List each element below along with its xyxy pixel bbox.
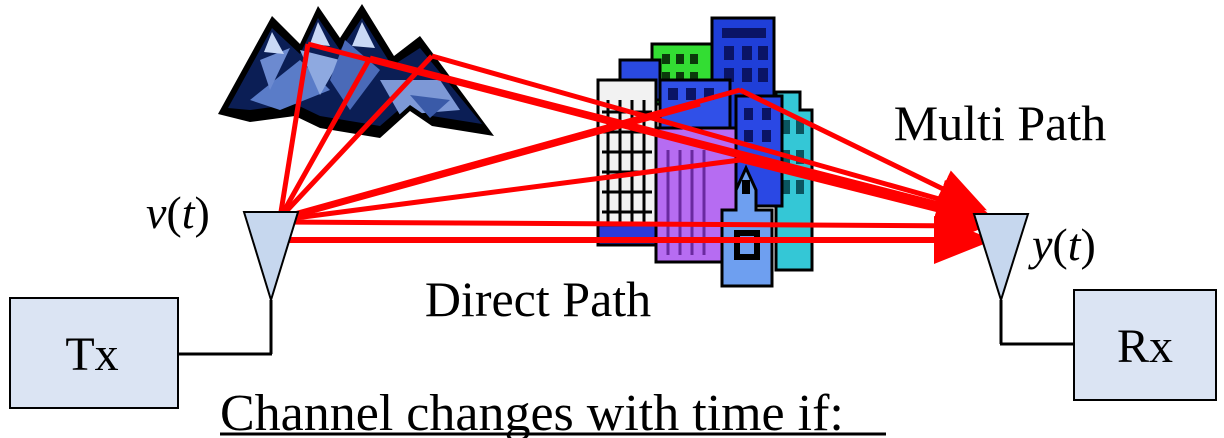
mountain-clipart-icon bbox=[218, 4, 494, 138]
ray-tx-to-mountain-2 bbox=[277, 56, 373, 220]
rx-box: Rx bbox=[1073, 289, 1217, 401]
tx-signal-arg: t bbox=[182, 187, 196, 238]
ray-tx-to-mountain-3 bbox=[278, 54, 434, 220]
tx-signal-label: v(t) bbox=[146, 187, 210, 238]
multipath-rays bbox=[277, 41, 988, 246]
rx-signal-var: y bbox=[1028, 219, 1053, 270]
rx-label: Rx bbox=[1117, 320, 1173, 373]
ray-tx-to-building-3 bbox=[279, 157, 741, 223]
rx-signal-label: y(t) bbox=[1028, 219, 1096, 270]
tx-signal-var: v bbox=[146, 187, 167, 238]
ray-tx-to-building-2 bbox=[279, 101, 701, 223]
ray-tx-to-rx-low bbox=[281, 205, 988, 246]
ray-mountain-to-rx-2 bbox=[369, 55, 988, 224]
multi-path-label: Multi Path bbox=[894, 95, 1107, 151]
tx-label: Tx bbox=[65, 328, 118, 381]
rx-antenna-icon bbox=[972, 213, 1074, 346]
tx-box: Tx bbox=[9, 297, 179, 409]
tx-antenna-icon bbox=[178, 211, 300, 356]
ray-mountain-to-rx-3 bbox=[431, 53, 988, 219]
caption-text: Channel changes with time if: bbox=[220, 385, 844, 438]
direct-path-label: Direct Path bbox=[425, 271, 651, 327]
ray-building-to-rx-1 bbox=[738, 87, 987, 211]
ray-tx-to-mountain-1 bbox=[277, 43, 311, 219]
rx-signal-arg: t bbox=[1068, 219, 1082, 270]
